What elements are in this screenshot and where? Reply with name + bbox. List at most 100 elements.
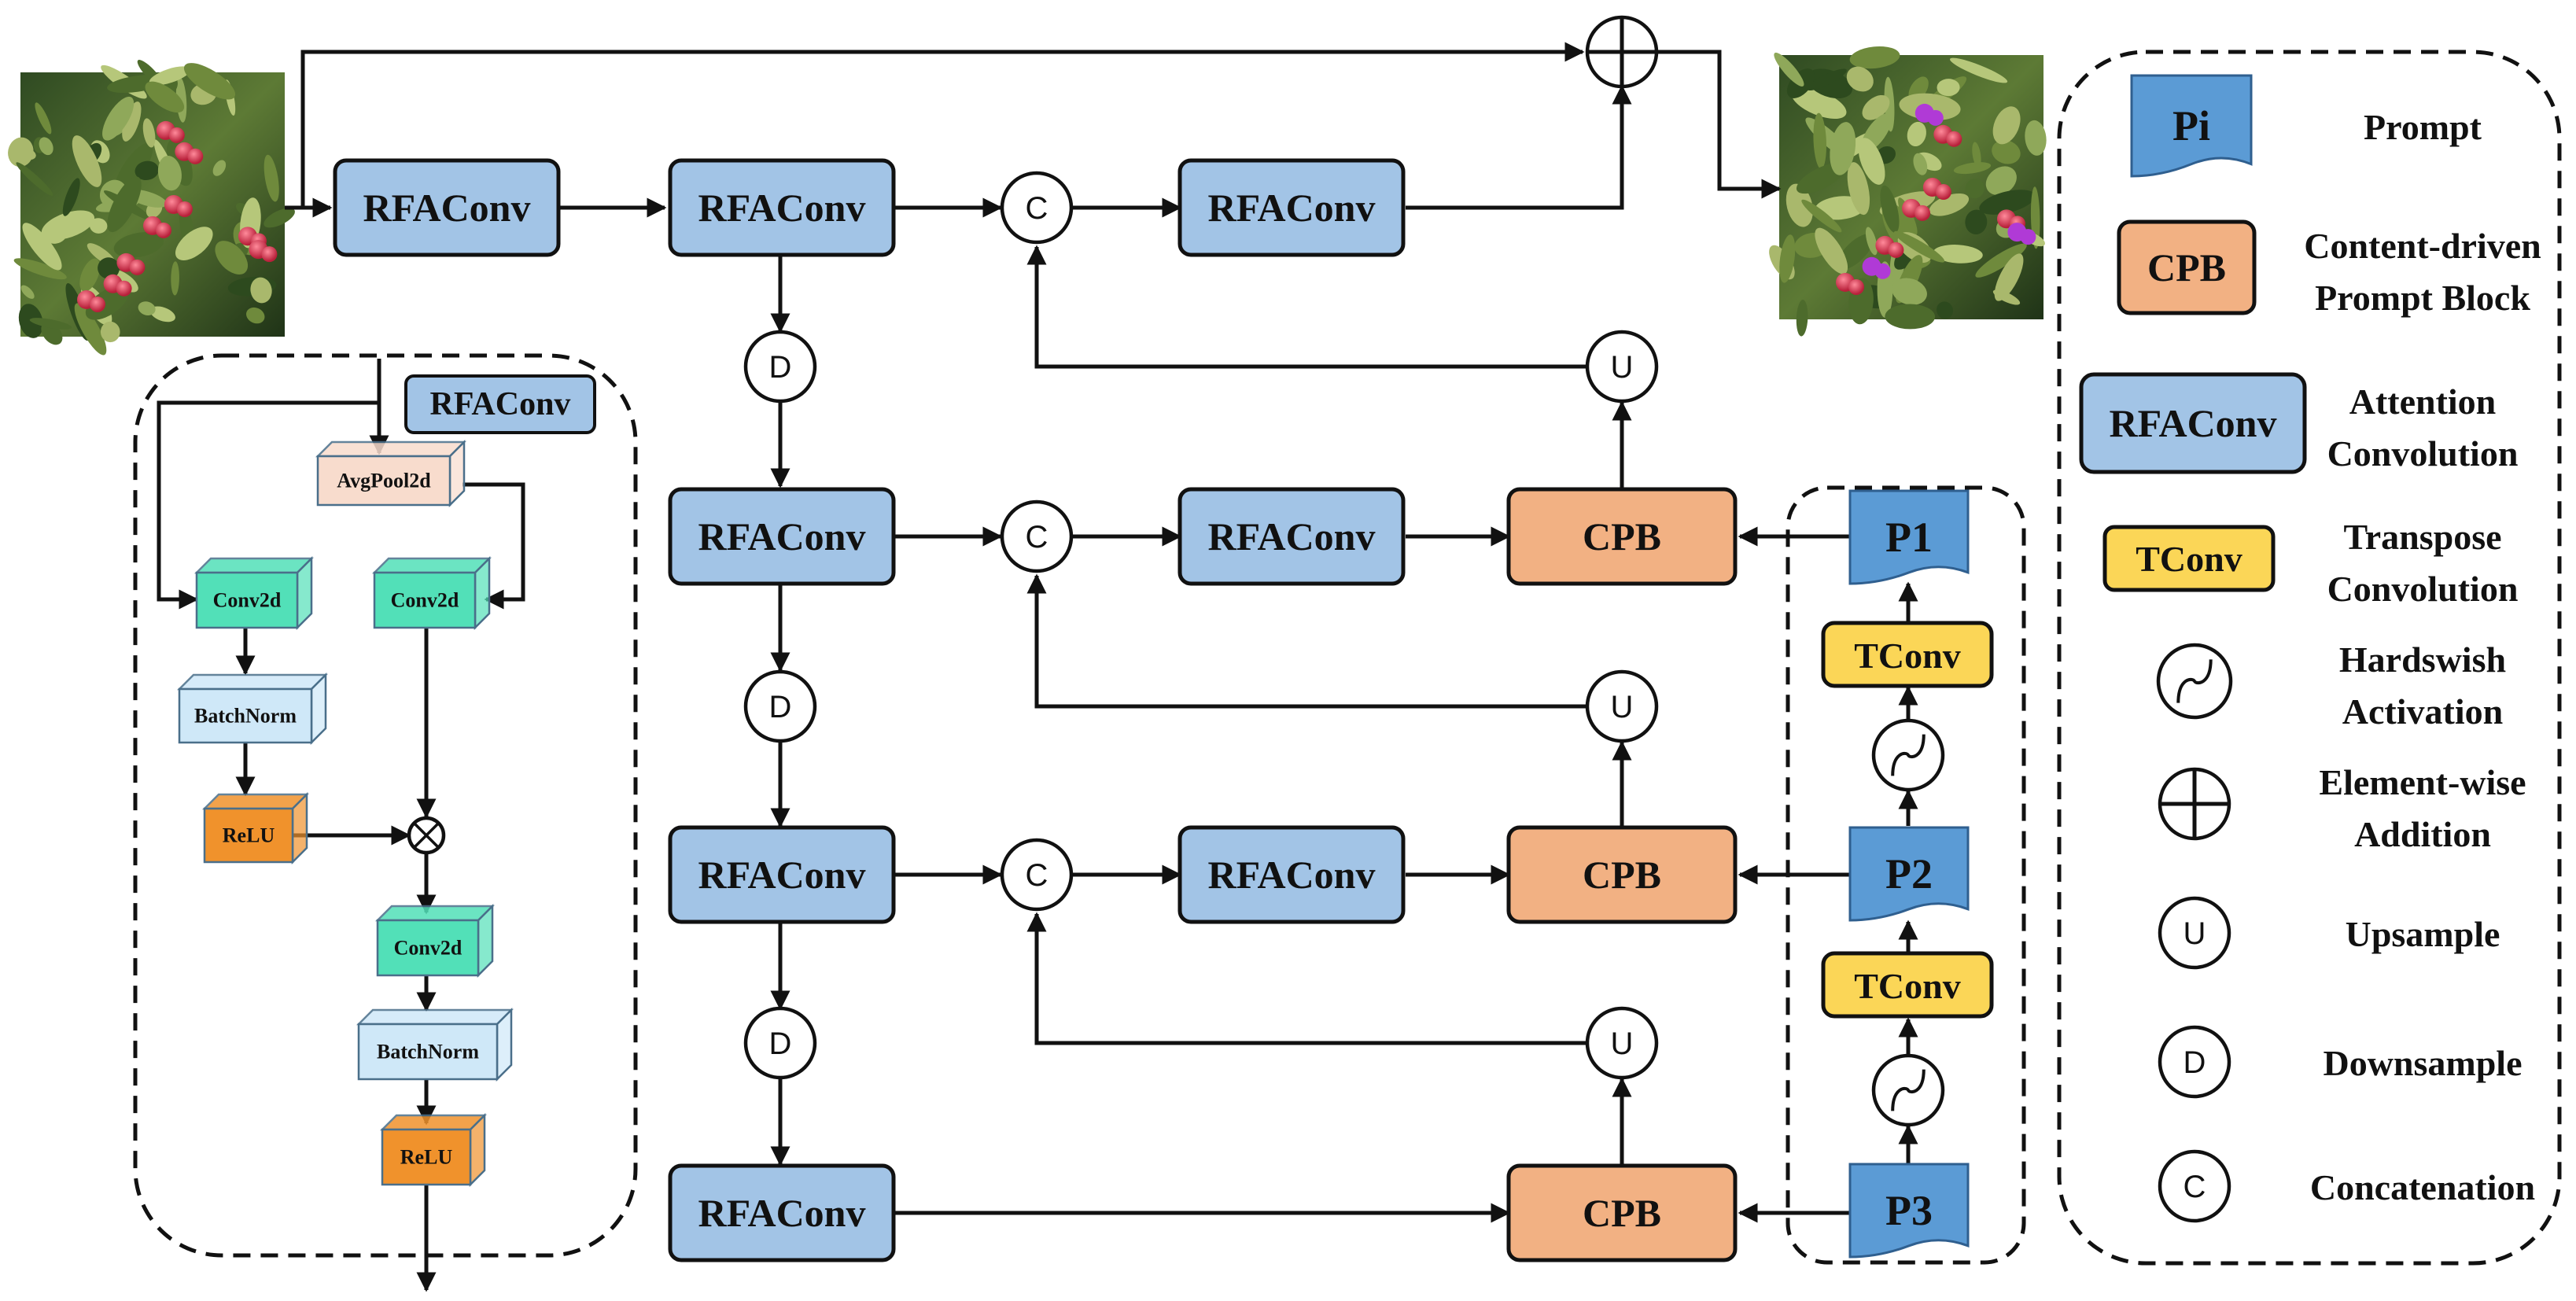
conv2d-block-label: Conv2d	[213, 589, 282, 612]
leaf	[183, 63, 236, 100]
leaf	[1950, 57, 2008, 83]
legend-label: Prompt	[2364, 107, 2482, 147]
lychee-fruit	[168, 127, 185, 143]
lychee-fruit	[1848, 278, 1864, 295]
tconv-block: TConv	[1821, 621, 1994, 688]
legend-prompt-icon-label: Pi	[2172, 102, 2210, 149]
concat-node: C	[1000, 838, 1074, 912]
lychee-fruit	[116, 280, 132, 297]
lychee-fruit	[90, 296, 105, 312]
upsample-node: U	[1585, 330, 1659, 404]
leaf	[1779, 234, 1796, 283]
leaf	[1862, 94, 1890, 120]
legend-label: Upsample	[2346, 914, 2500, 954]
leaf	[62, 178, 80, 216]
leaf	[1813, 112, 1827, 169]
legend-label: Downsample	[2323, 1043, 2522, 1083]
rfaconv-block: RFAConv	[668, 158, 896, 257]
legend-circle-icon-label: D	[2184, 1045, 2206, 1080]
leaf	[263, 154, 279, 202]
leaf	[1994, 253, 2024, 301]
rfaconv-block-label: RFAConv	[698, 853, 866, 897]
legend-label: Activation	[2342, 691, 2503, 732]
leaf	[1796, 300, 1808, 337]
cpb-block-label: CPB	[1583, 853, 1661, 897]
prompt-p2: P2	[1848, 826, 1970, 922]
relu-block: ReLU	[379, 1112, 488, 1188]
upsample-node-label: U	[1611, 1026, 1634, 1061]
leaf	[1953, 162, 1992, 175]
legend-tconv-icon: TConv	[2136, 539, 2242, 579]
batchnorm-block: BatchNorm	[176, 672, 329, 746]
leaf	[102, 96, 135, 141]
legend-label: Convolution	[2327, 433, 2519, 474]
leaf	[1830, 122, 1856, 175]
leaf	[1937, 301, 1954, 319]
lychee-fruit	[156, 222, 171, 238]
legend-label: Transpose	[2343, 517, 2501, 557]
leaf	[1893, 230, 1945, 263]
inset-title: RFAConv	[430, 386, 571, 422]
leaf	[212, 160, 227, 176]
leaf	[1815, 227, 1848, 275]
lychee-fruit	[176, 201, 193, 217]
leaf	[100, 321, 120, 343]
leaf	[149, 66, 191, 86]
leaf	[1992, 106, 2021, 145]
legend-prompt-icon: Pi	[2130, 74, 2253, 178]
leaf	[1965, 179, 1985, 199]
rfaconv-block-label: RFAConv	[698, 186, 866, 230]
leaf	[13, 258, 67, 280]
avgpool-block-label: AvgPool2d	[337, 470, 431, 492]
legend-item-prompt: Pi Prompt	[2130, 74, 2482, 178]
lychee-fruit	[1888, 241, 1904, 258]
leaf	[1880, 185, 1900, 233]
leaf	[1796, 163, 1845, 194]
rfaconv-block: RFAConv	[668, 487, 896, 586]
conv2d-block: Conv2d	[371, 555, 492, 631]
inset-title-box: RFAConv	[404, 374, 596, 434]
inset-frame	[133, 353, 638, 1258]
leaf	[1972, 142, 1981, 168]
upsample-node-label: U	[1611, 350, 1634, 385]
cpb-block: CPB	[1506, 1163, 1738, 1262]
element-wise-addition-node	[1585, 15, 1659, 89]
downsample-node-label: D	[769, 350, 792, 385]
rfaconv-block: RFAConv	[1177, 158, 1406, 257]
legend-circle-icon	[2158, 1149, 2231, 1223]
avgpool-block: AvgPool2d	[315, 439, 467, 508]
rfaconv-block-label: RFAConv	[1208, 514, 1376, 558]
leaf	[2025, 120, 2047, 156]
conv2d-block: Conv2d	[193, 555, 315, 631]
relu-block-label: ReLU	[400, 1146, 453, 1169]
upsample-node-label: U	[1611, 690, 1634, 724]
legend-item-circle: D Downsample	[2158, 1025, 2523, 1099]
leaf	[1929, 193, 1970, 216]
prompt-p1-label: P1	[1885, 514, 1933, 561]
prompt-p2-label: P2	[1885, 850, 1933, 897]
downsample-node-label: D	[769, 690, 792, 724]
leaf	[72, 135, 102, 187]
legend-circle-icon-label: U	[2184, 916, 2206, 951]
legend-addition-icon	[2158, 767, 2231, 841]
leaf	[74, 303, 107, 356]
upsample-node: U	[1585, 1006, 1659, 1080]
leaf	[1858, 138, 1885, 185]
leaf	[1801, 199, 1842, 233]
leaf	[1907, 121, 1926, 147]
legend-frame	[2057, 50, 2562, 1266]
legend-label: Concatenation	[2310, 1167, 2535, 1207]
lychee-fruit	[1927, 109, 1944, 126]
lychee-fruit	[1914, 205, 1930, 221]
leaf	[1807, 68, 1847, 91]
tconv-block: TConv	[1821, 951, 1994, 1019]
hardswish-icon	[1871, 1053, 1945, 1127]
prompt-p3-label: P3	[1885, 1187, 1933, 1234]
